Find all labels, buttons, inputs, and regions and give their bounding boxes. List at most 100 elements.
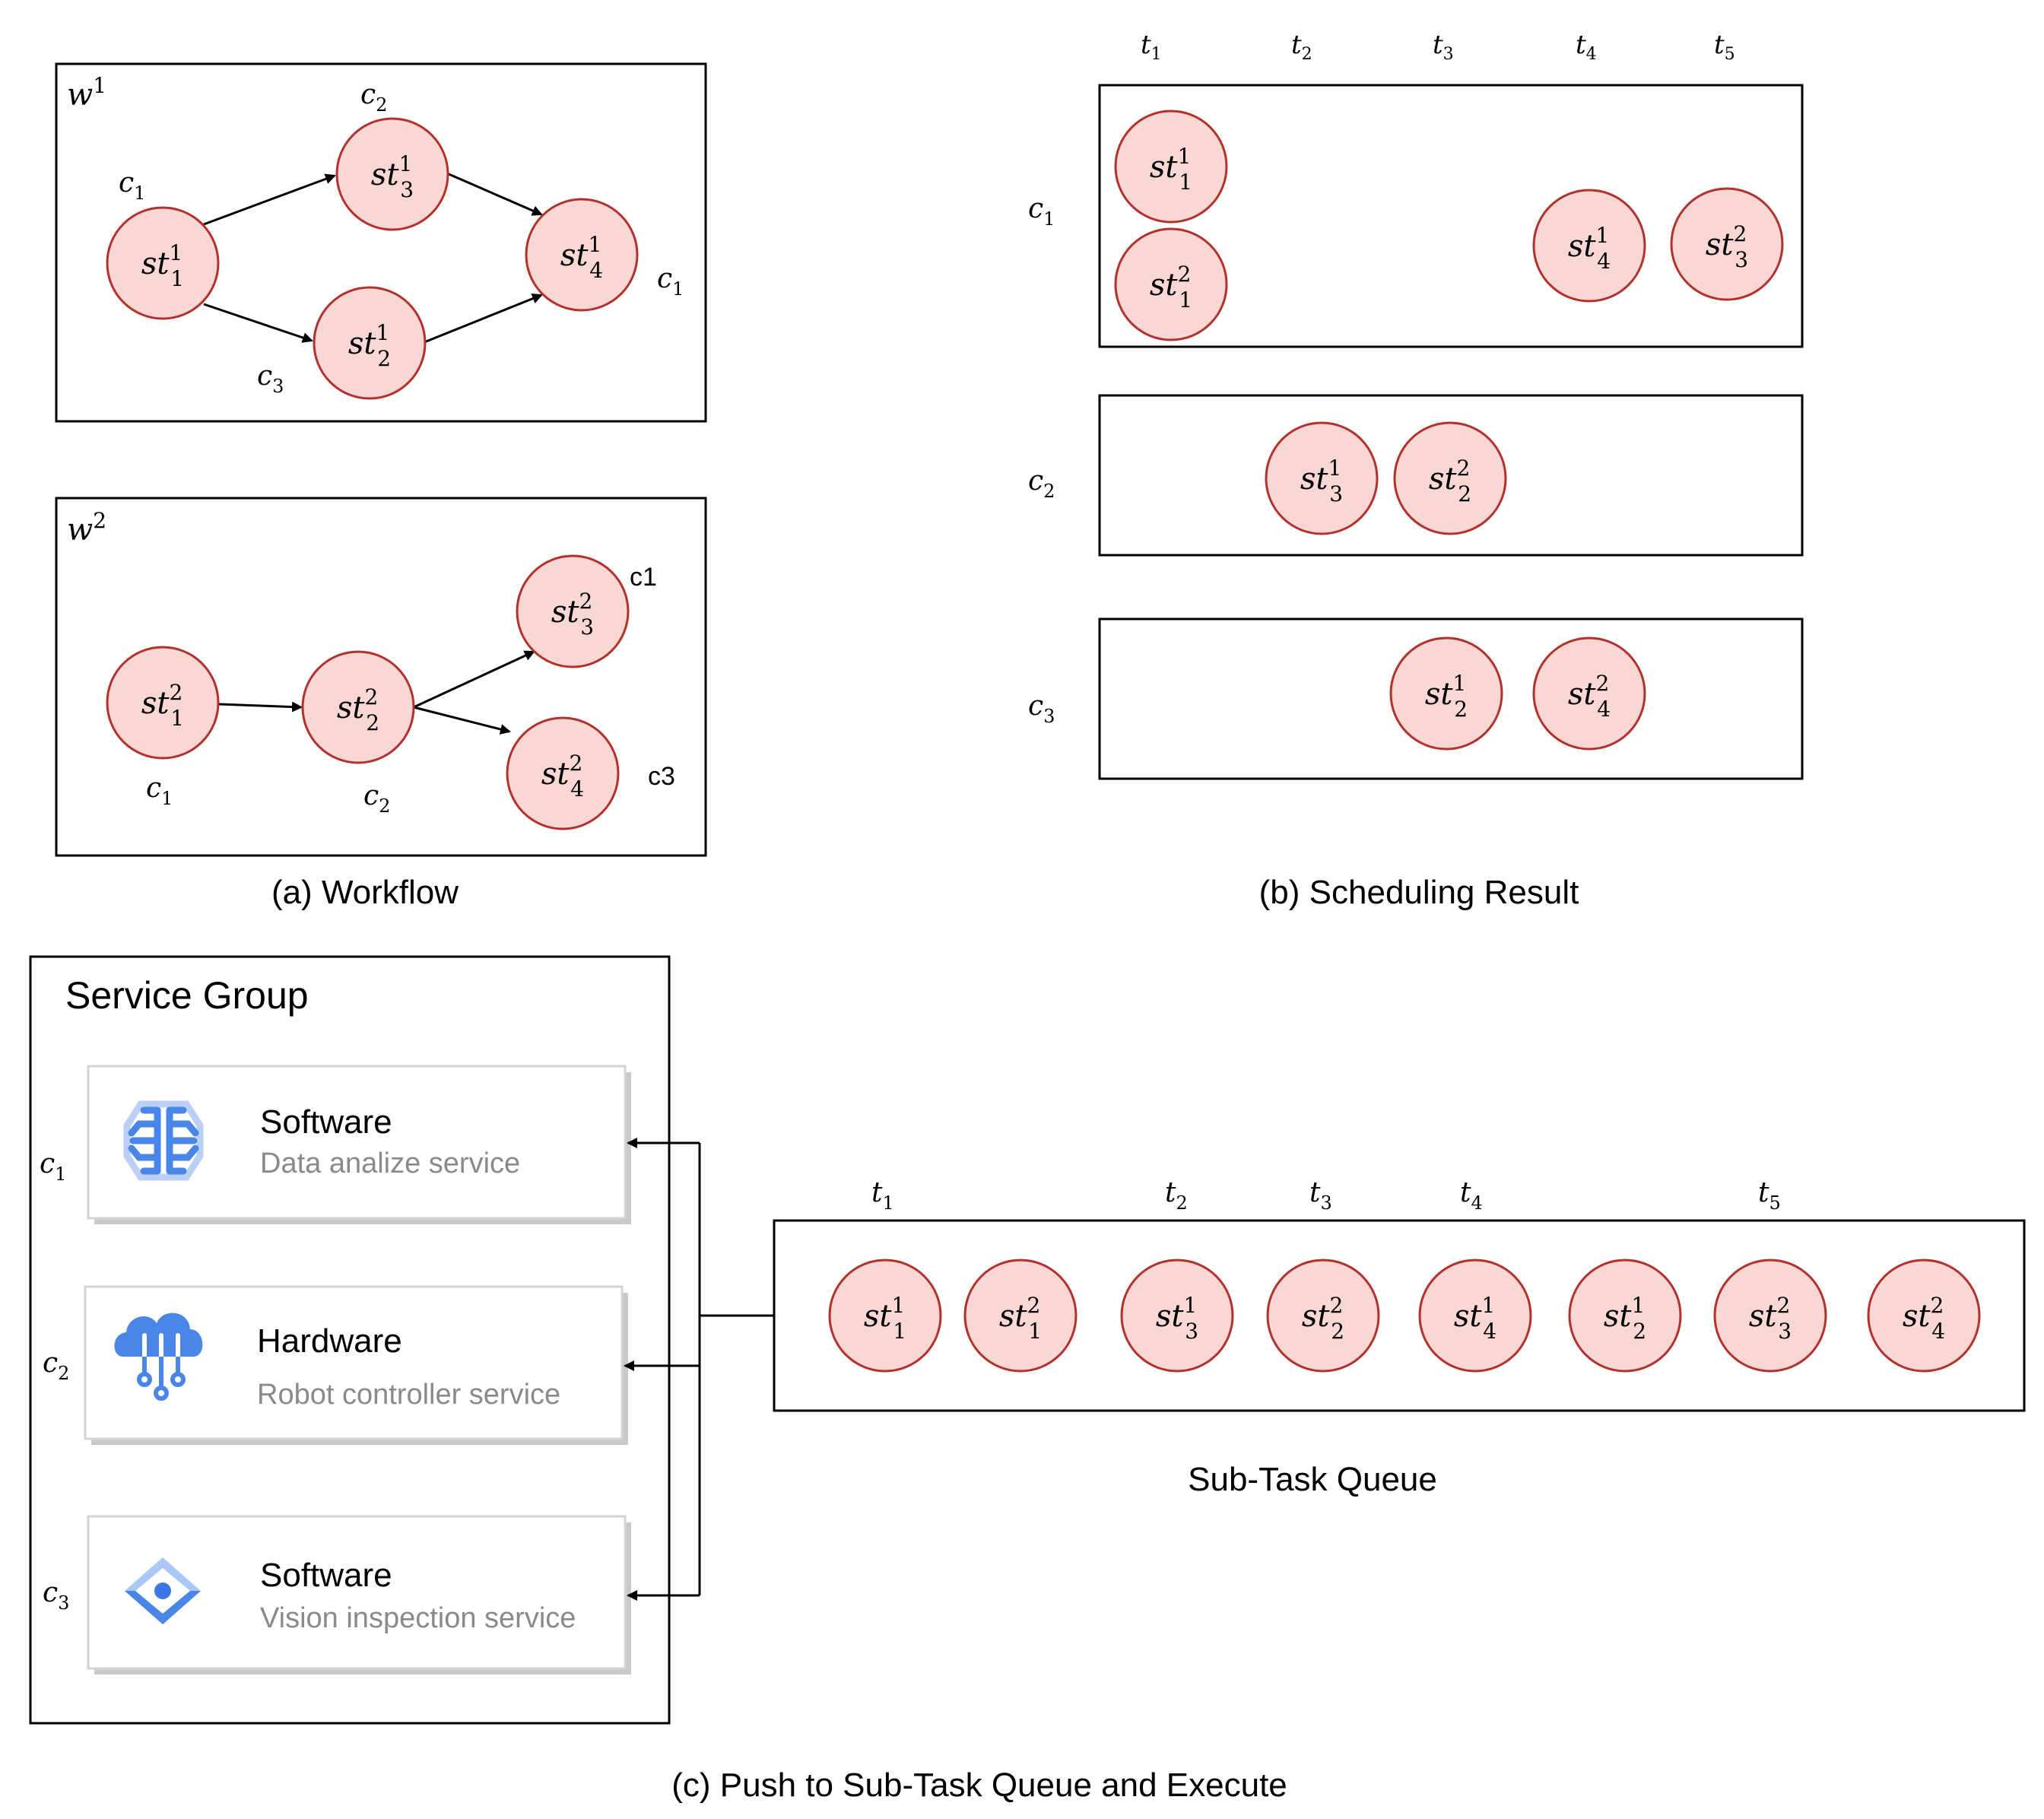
w2-edge-st2-st3 [413,650,535,709]
service-group-frame [29,955,671,1725]
sub-task-queue-frame [773,1219,2026,1412]
workflow-2-label: w2 [67,508,106,548]
queue-time-label-t5: t5 [1758,1177,1781,1214]
vision-eye-icon [125,1557,201,1624]
sched-time-label-t2: t2 [1291,30,1312,64]
service-card-c1[interactable]: Software Data analize service [87,1065,631,1224]
service-desc-c1: Data analize service [260,1148,520,1179]
service-desc-c2: Robot controller service [257,1379,560,1411]
service-comp-label-c2: c2 [43,1348,69,1384]
sched-time-label-t4: t4 [1576,30,1597,64]
caption-workflow: (a) Workflow [271,874,459,911]
w1-comp-label-st1: c1 [119,167,145,204]
workflow-1-label: w1 [67,73,106,113]
caption-queue: Sub-Task Queue [1188,1461,1437,1498]
w2-comp-label-st1: c1 [146,773,173,809]
service-card-c2[interactable]: Hardware Robot controller service [84,1285,628,1445]
queue-time-label-t3: t3 [1309,1177,1332,1214]
w2-edge-st2-st4 [413,706,511,735]
w1-edge-st1-st3 [203,173,336,226]
caption-scheduling: (b) Scheduling Result [1259,874,1579,911]
service-comp-label-c3: c3 [43,1577,69,1614]
brain-chip-icon [123,1100,204,1181]
queue-time-label-t4: t4 [1460,1177,1483,1214]
service-name-c3: Software [260,1557,392,1594]
w1-comp-label-st3: c2 [360,79,387,116]
w2-edge-st1-st2 [218,701,303,713]
w1-comp-label-st4: c1 [657,263,684,300]
sched-time-label-t5: t5 [1714,30,1735,64]
sched-row-label-c3: c3 [1028,690,1055,727]
w1-edge-st3-st4 [446,172,543,216]
queue-time-label-t2: t2 [1165,1177,1188,1214]
sched-time-label-t1: t1 [1141,30,1162,64]
sched-row-c3-frame [1098,617,1804,780]
sched-row-c2-frame [1098,394,1804,557]
w1-edge-st1-st2 [203,303,313,343]
sched-row-label-c1: c1 [1028,193,1055,230]
service-desc-c3: Vision inspection service [260,1602,576,1634]
queue-time-label-t1: t1 [871,1177,894,1214]
cloud-iot-icon [114,1313,203,1401]
workflow-1-frame [55,62,707,423]
service-name-c2: Hardware [257,1322,402,1360]
service-name-c1: Software [260,1103,392,1141]
w2-comp-label-st3: c1 [630,563,657,592]
service-card-c3[interactable]: Software Vision inspection service [87,1515,631,1675]
w2-comp-label-st4: c3 [648,762,675,791]
sched-time-label-t3: t3 [1433,30,1454,64]
service-group-title: Service Group [65,974,309,1017]
sched-row-label-c2: c2 [1028,465,1055,502]
w2-comp-label-st2: c2 [363,780,390,817]
caption-push: (c) Push to Sub-Task Queue and Execute [671,1767,1287,1804]
w1-comp-label-st2: c3 [257,360,284,397]
service-comp-label-c1: c1 [40,1148,66,1185]
